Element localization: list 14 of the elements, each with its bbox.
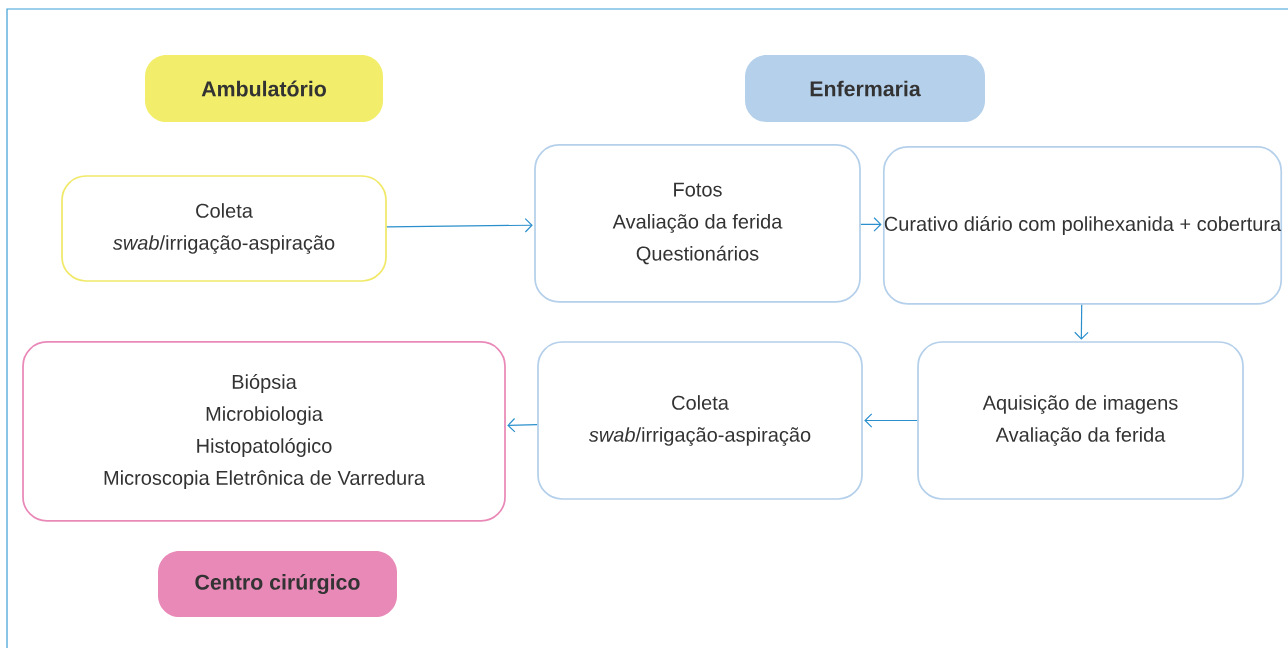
process-box: Fotos Avaliação da ferida Questionários: [534, 144, 861, 303]
arrow: [864, 413, 918, 428]
arrow: [1074, 304, 1089, 340]
process-box: Curativo diário com polihexanida + cobertura: [882, 146, 1283, 305]
section-label: Ambulatório: [145, 55, 383, 122]
arrow: [386, 218, 533, 233]
process-box: Aquisição de imagens Avaliação da ferida: [917, 341, 1244, 500]
process-box: Biópsia Microbiologia Histopatológico Microscopia Eletrônica de Varredura: [22, 341, 506, 522]
process-box: Coleta swab/irrigação-aspiração: [537, 341, 863, 500]
section-label: Enfermaria: [745, 55, 985, 122]
section-label: Centro cirúrgico: [158, 551, 397, 617]
arrow: [860, 217, 882, 232]
arrow: [507, 417, 538, 433]
process-box: Coleta swab/irrigação-aspiração: [61, 175, 387, 282]
